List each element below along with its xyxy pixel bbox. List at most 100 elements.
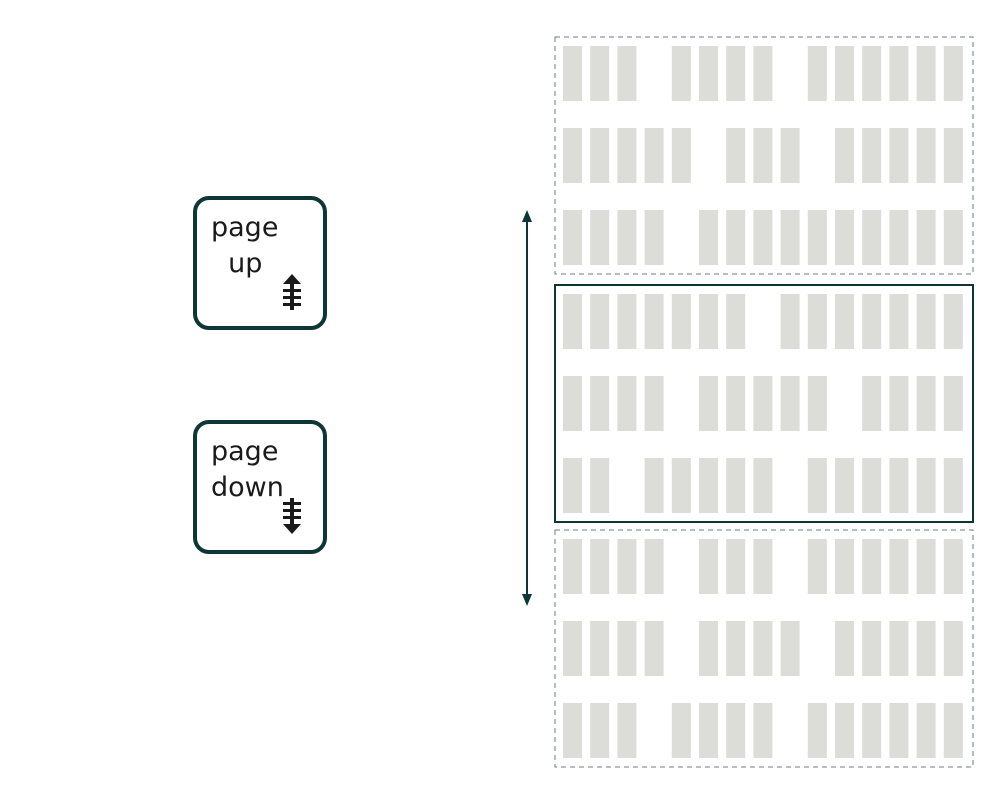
text-block (699, 294, 718, 349)
text-block (753, 128, 773, 183)
text-block (753, 458, 773, 513)
text-block (726, 458, 746, 513)
text-block (780, 294, 800, 349)
text-block (862, 294, 882, 349)
text-block (590, 458, 610, 513)
text-block (916, 539, 936, 594)
text-block (807, 703, 827, 758)
text-block (644, 539, 664, 594)
page-frame (554, 36, 974, 275)
text-block (699, 621, 718, 676)
text-block (590, 621, 610, 676)
text-block (916, 128, 936, 183)
text-block (916, 621, 936, 676)
page-up-label: page up (211, 212, 279, 279)
text-block (780, 621, 800, 676)
page-up-key[interactable]: page up (193, 196, 327, 330)
text-block (916, 46, 936, 101)
text-block (943, 703, 963, 758)
text-block (807, 539, 827, 594)
text-block (726, 46, 746, 101)
text-block (889, 376, 909, 431)
page-down-icon (283, 498, 301, 534)
text-block (644, 376, 664, 431)
text-block (590, 539, 610, 594)
page-down-label: page down (211, 436, 284, 503)
text-block (862, 703, 882, 758)
text-block (862, 128, 882, 183)
text-block (699, 458, 718, 513)
text-block (671, 46, 691, 101)
text-block (753, 621, 773, 676)
text-block (835, 703, 854, 758)
text-block (862, 539, 882, 594)
text-block (563, 128, 582, 183)
page-frame (554, 284, 974, 523)
text-block (862, 621, 882, 676)
text-block (753, 703, 773, 758)
text-block (563, 539, 582, 594)
text-block (699, 539, 718, 594)
text-block (780, 128, 800, 183)
text-block (753, 46, 773, 101)
text-block (726, 294, 746, 349)
text-block (590, 210, 610, 265)
text-block (699, 703, 718, 758)
text-block (807, 46, 827, 101)
text-block (671, 294, 691, 349)
text-block (726, 376, 746, 431)
text-block (590, 376, 610, 431)
text-block (807, 458, 827, 513)
text-block (889, 621, 909, 676)
text-block (943, 210, 963, 265)
text-block (590, 46, 610, 101)
text-block (644, 621, 664, 676)
text-block (916, 210, 936, 265)
text-block (617, 621, 637, 676)
document-page-current (554, 284, 974, 523)
text-block (889, 294, 909, 349)
text-block (943, 458, 963, 513)
text-block (671, 703, 691, 758)
text-block (835, 458, 854, 513)
text-block (617, 128, 637, 183)
text-block (835, 128, 854, 183)
text-block (889, 46, 909, 101)
text-block (644, 128, 664, 183)
text-block (835, 46, 854, 101)
text-block (916, 458, 936, 513)
text-block (835, 539, 854, 594)
text-block (563, 703, 582, 758)
text-block (943, 128, 963, 183)
text-block (916, 376, 936, 431)
text-block (835, 210, 854, 265)
text-block (726, 539, 746, 594)
text-block (563, 376, 582, 431)
text-block (563, 210, 582, 265)
text-block (617, 703, 637, 758)
text-block (726, 210, 746, 265)
text-block (943, 539, 963, 594)
text-block (699, 46, 718, 101)
document-page-previous (554, 36, 974, 275)
text-block (617, 539, 637, 594)
text-block (807, 376, 827, 431)
text-block (862, 46, 882, 101)
scroll-range-arrow (522, 210, 532, 606)
text-block (563, 621, 582, 676)
text-block (644, 210, 664, 265)
text-block (617, 46, 637, 101)
text-block (726, 128, 746, 183)
text-block (862, 376, 882, 431)
text-block (780, 210, 800, 265)
page-up-icon (283, 274, 301, 310)
text-block (889, 128, 909, 183)
text-block (590, 128, 610, 183)
page-down-key[interactable]: page down (193, 420, 327, 554)
page-frame (554, 529, 974, 768)
text-block (563, 458, 582, 513)
text-block (916, 294, 936, 349)
text-block (671, 458, 691, 513)
text-block (590, 294, 610, 349)
